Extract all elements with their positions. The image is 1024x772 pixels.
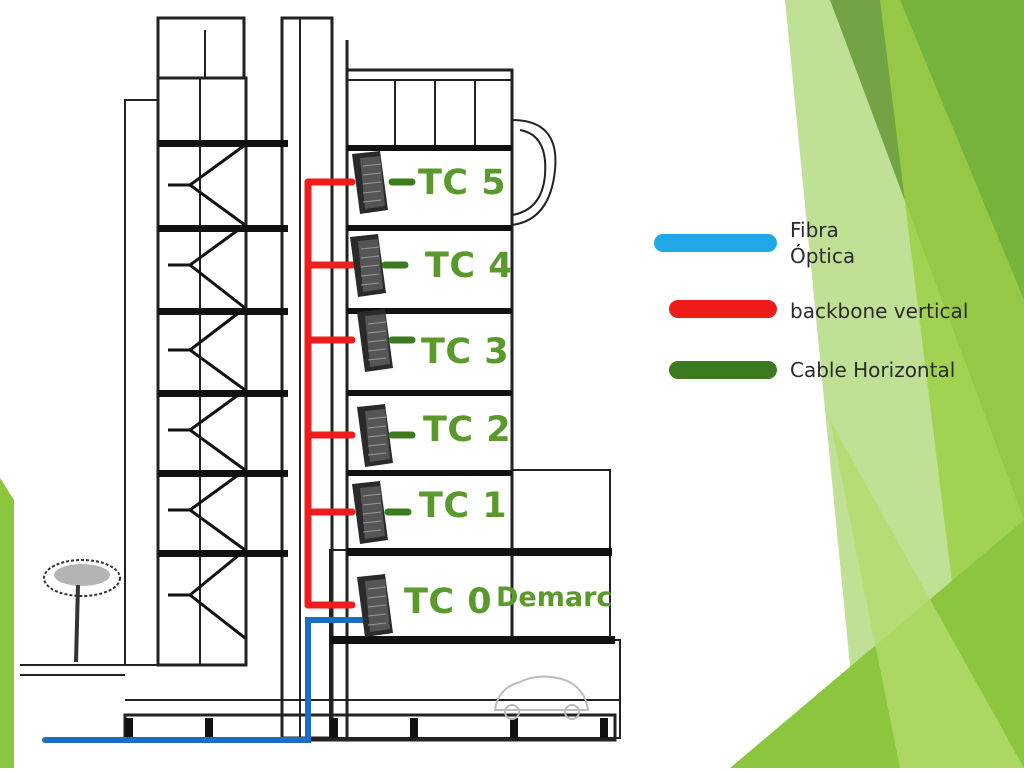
legend-label-backbone: backbone vertical	[790, 299, 969, 323]
legend-label-fiber: Fibra Óptica	[790, 217, 855, 269]
legend-label-horizontal: Cable Horizontal	[790, 358, 956, 382]
fiber-optic-line	[42, 617, 365, 743]
server-rack-icon	[357, 309, 393, 372]
demarc-label: Demarc	[496, 582, 613, 613]
server-rack-icon	[357, 404, 393, 467]
tc-label: TC 4	[425, 246, 514, 286]
staircase	[168, 143, 246, 640]
server-rack-icon	[352, 481, 388, 544]
backbone-vertical-line	[304, 178, 356, 609]
horizontal-cable-group	[381, 178, 416, 516]
server-rack-icon	[352, 151, 388, 214]
legend-text: Fibra	[790, 218, 839, 242]
tree-icon	[43, 559, 121, 663]
car-icon	[493, 675, 590, 720]
floor-slabs	[125, 140, 615, 738]
legend-swatches	[654, 234, 777, 379]
tc-label: TC 3	[421, 332, 510, 372]
rack-group	[350, 151, 393, 637]
tc-label: TC 1	[419, 486, 508, 526]
server-rack-icon	[350, 234, 386, 297]
tc-label: TC 2	[423, 410, 512, 450]
building-section	[20, 16, 621, 742]
tc-label: TC 5	[418, 163, 507, 203]
server-rack-icon	[357, 574, 393, 637]
legend-text: Óptica	[790, 244, 856, 268]
tc-label: TC 0	[404, 582, 493, 622]
